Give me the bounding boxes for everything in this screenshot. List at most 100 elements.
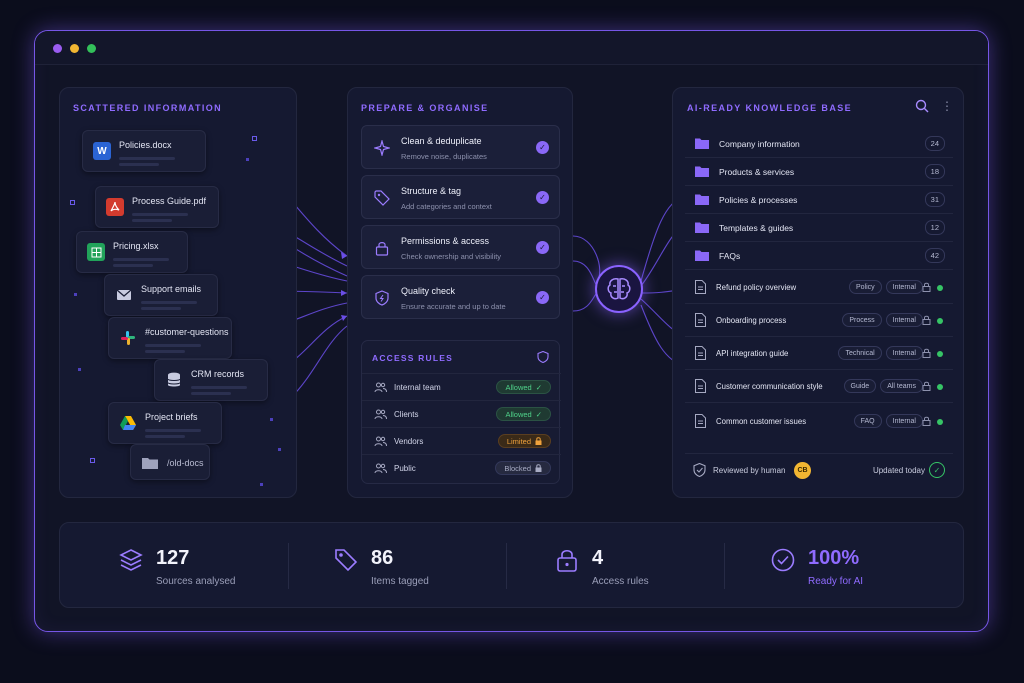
category-row[interactable]: Products & services 18 [685, 158, 953, 186]
divider [506, 543, 507, 589]
tag-icon [374, 190, 390, 206]
stat-label: Sources analysed [156, 576, 236, 587]
step-subtitle: Check ownership and visibility [401, 252, 502, 261]
source-card-process-guide[interactable]: Process Guide.pdf [95, 186, 219, 228]
document-row[interactable]: API integration guide Technical Internal [685, 337, 953, 370]
tag: Technical [838, 346, 882, 360]
people-icon [374, 382, 387, 393]
category-row[interactable]: Policies & processes 31 [685, 186, 953, 214]
tag: All teams [880, 379, 923, 393]
placeholder-bar [119, 163, 159, 166]
status-dot [937, 384, 943, 390]
document-icon [695, 313, 706, 327]
folder-icon [695, 138, 709, 149]
tag: Internal [885, 414, 923, 428]
folder-icon [695, 194, 709, 205]
more-options-icon[interactable]: ⋮ [941, 99, 953, 113]
search-icon[interactable] [915, 99, 929, 113]
access-rule-row[interactable]: Public Blocked [362, 454, 561, 481]
step-title: Structure & tag [401, 186, 462, 196]
people-icon [374, 436, 387, 447]
status-badge-allowed: Allowed ✓ [496, 380, 551, 394]
step-permissions-access[interactable]: Permissions & access Check ownership and… [361, 225, 560, 269]
badge-label: Allowed [505, 409, 532, 419]
tag: Policy [848, 280, 882, 294]
source-label: Project briefs [145, 412, 198, 422]
tag: FAQ [853, 414, 882, 428]
step-structure-tag[interactable]: Structure & tag Add categories and conte… [361, 175, 560, 219]
decor-spark [74, 293, 77, 296]
stat-sources: 127 Sources analysed [60, 523, 278, 609]
category-name: Policies & processes [719, 195, 798, 205]
step-title: Quality check [401, 286, 456, 296]
decor-square [90, 458, 95, 463]
count-badge: 24 [924, 136, 945, 151]
badge-label: Limited [506, 436, 531, 446]
stat-label: Items tagged [371, 576, 429, 587]
step-subtitle: Add categories and context [401, 202, 492, 211]
stat-value: 86 [371, 547, 394, 569]
avatar[interactable]: CB [794, 462, 811, 479]
panel-title: PREPARE & ORGANISE [361, 103, 489, 113]
step-quality-check[interactable]: Quality check Ensure accurate and up to … [361, 275, 560, 319]
tag-group: Technical Internal [838, 346, 923, 360]
stats-bar: 127 Sources analysed 86 Items tagged 4 A… [59, 522, 964, 608]
document-icon [695, 280, 706, 294]
document-row[interactable]: Refund policy overview Policy Internal [685, 271, 953, 304]
source-label: /old-docs [167, 458, 204, 468]
stat-value: 127 [156, 547, 190, 569]
stat-access-rules: 4 Access rules [496, 523, 714, 609]
source-card-support-emails[interactable]: Support emails [104, 274, 218, 316]
source-card-pricing[interactable]: Pricing.xlsx [76, 231, 188, 273]
count-badge: 31 [924, 192, 945, 207]
knowledge-base-footer: Reviewed by human CB Updated today ✓ [685, 453, 953, 483]
category-row[interactable]: FAQs 42 [685, 242, 953, 270]
placeholder-bar [113, 258, 169, 261]
lock-icon [922, 282, 931, 292]
window-maximize-dot[interactable] [87, 44, 96, 53]
access-rule-row[interactable]: Clients Allowed ✓ [362, 400, 561, 427]
source-card-project-briefs[interactable]: Project briefs [108, 402, 222, 444]
access-rule-row[interactable]: Internal team Allowed ✓ [362, 373, 561, 400]
stat-value: 4 [592, 547, 604, 569]
document-name: API integration guide [716, 349, 789, 358]
source-label: #customer-questions [145, 327, 229, 337]
check-icon: ✓ [536, 241, 549, 254]
check-icon: ✓ [535, 382, 542, 392]
stat-items-tagged: 86 Items tagged [275, 523, 493, 609]
database-icon [165, 371, 183, 389]
source-card-old-docs[interactable]: /old-docs [130, 444, 210, 480]
knowledge-base-panel: AI-READY KNOWLEDGE BASE ⋮ Company inform… [672, 87, 964, 498]
lock-icon [535, 464, 542, 472]
spreadsheet-icon [87, 243, 105, 261]
document-row[interactable]: Common customer issues FAQ Internal [685, 405, 953, 438]
document-row[interactable]: Customer communication style Guide All t… [685, 370, 953, 403]
check-icon: ✓ [536, 291, 549, 304]
badge-label: Allowed [505, 382, 532, 392]
check-icon: ✓ [536, 191, 549, 204]
shield-check-icon [693, 463, 706, 477]
document-icon [695, 414, 706, 428]
people-icon [374, 463, 387, 474]
source-card-crm-records[interactable]: CRM records [154, 359, 268, 401]
count-badge: 42 [924, 248, 945, 263]
divider [288, 543, 289, 589]
status-dot [937, 285, 943, 291]
placeholder-bar [145, 344, 201, 347]
tag: Process [842, 313, 882, 327]
shield-icon [374, 290, 390, 306]
document-row[interactable]: Onboarding process Process Internal [685, 304, 953, 337]
source-card-customer-questions[interactable]: #customer-questions [108, 317, 232, 359]
folder-icon [695, 222, 709, 233]
lock-icon [922, 315, 931, 325]
source-card-policies[interactable]: W Policies.docx [82, 130, 206, 172]
check-icon: ✓ [536, 141, 549, 154]
window-close-dot[interactable] [53, 44, 62, 53]
layers-icon [118, 547, 144, 573]
placeholder-bar [191, 392, 231, 395]
window-minimize-dot[interactable] [70, 44, 79, 53]
category-row[interactable]: Templates & guides 12 [685, 214, 953, 242]
step-clean-deduplicate[interactable]: Clean & deduplicate Remove noise, duplic… [361, 125, 560, 169]
category-row[interactable]: Company information 24 [685, 130, 953, 158]
access-rule-row[interactable]: Vendors Limited [362, 427, 561, 454]
